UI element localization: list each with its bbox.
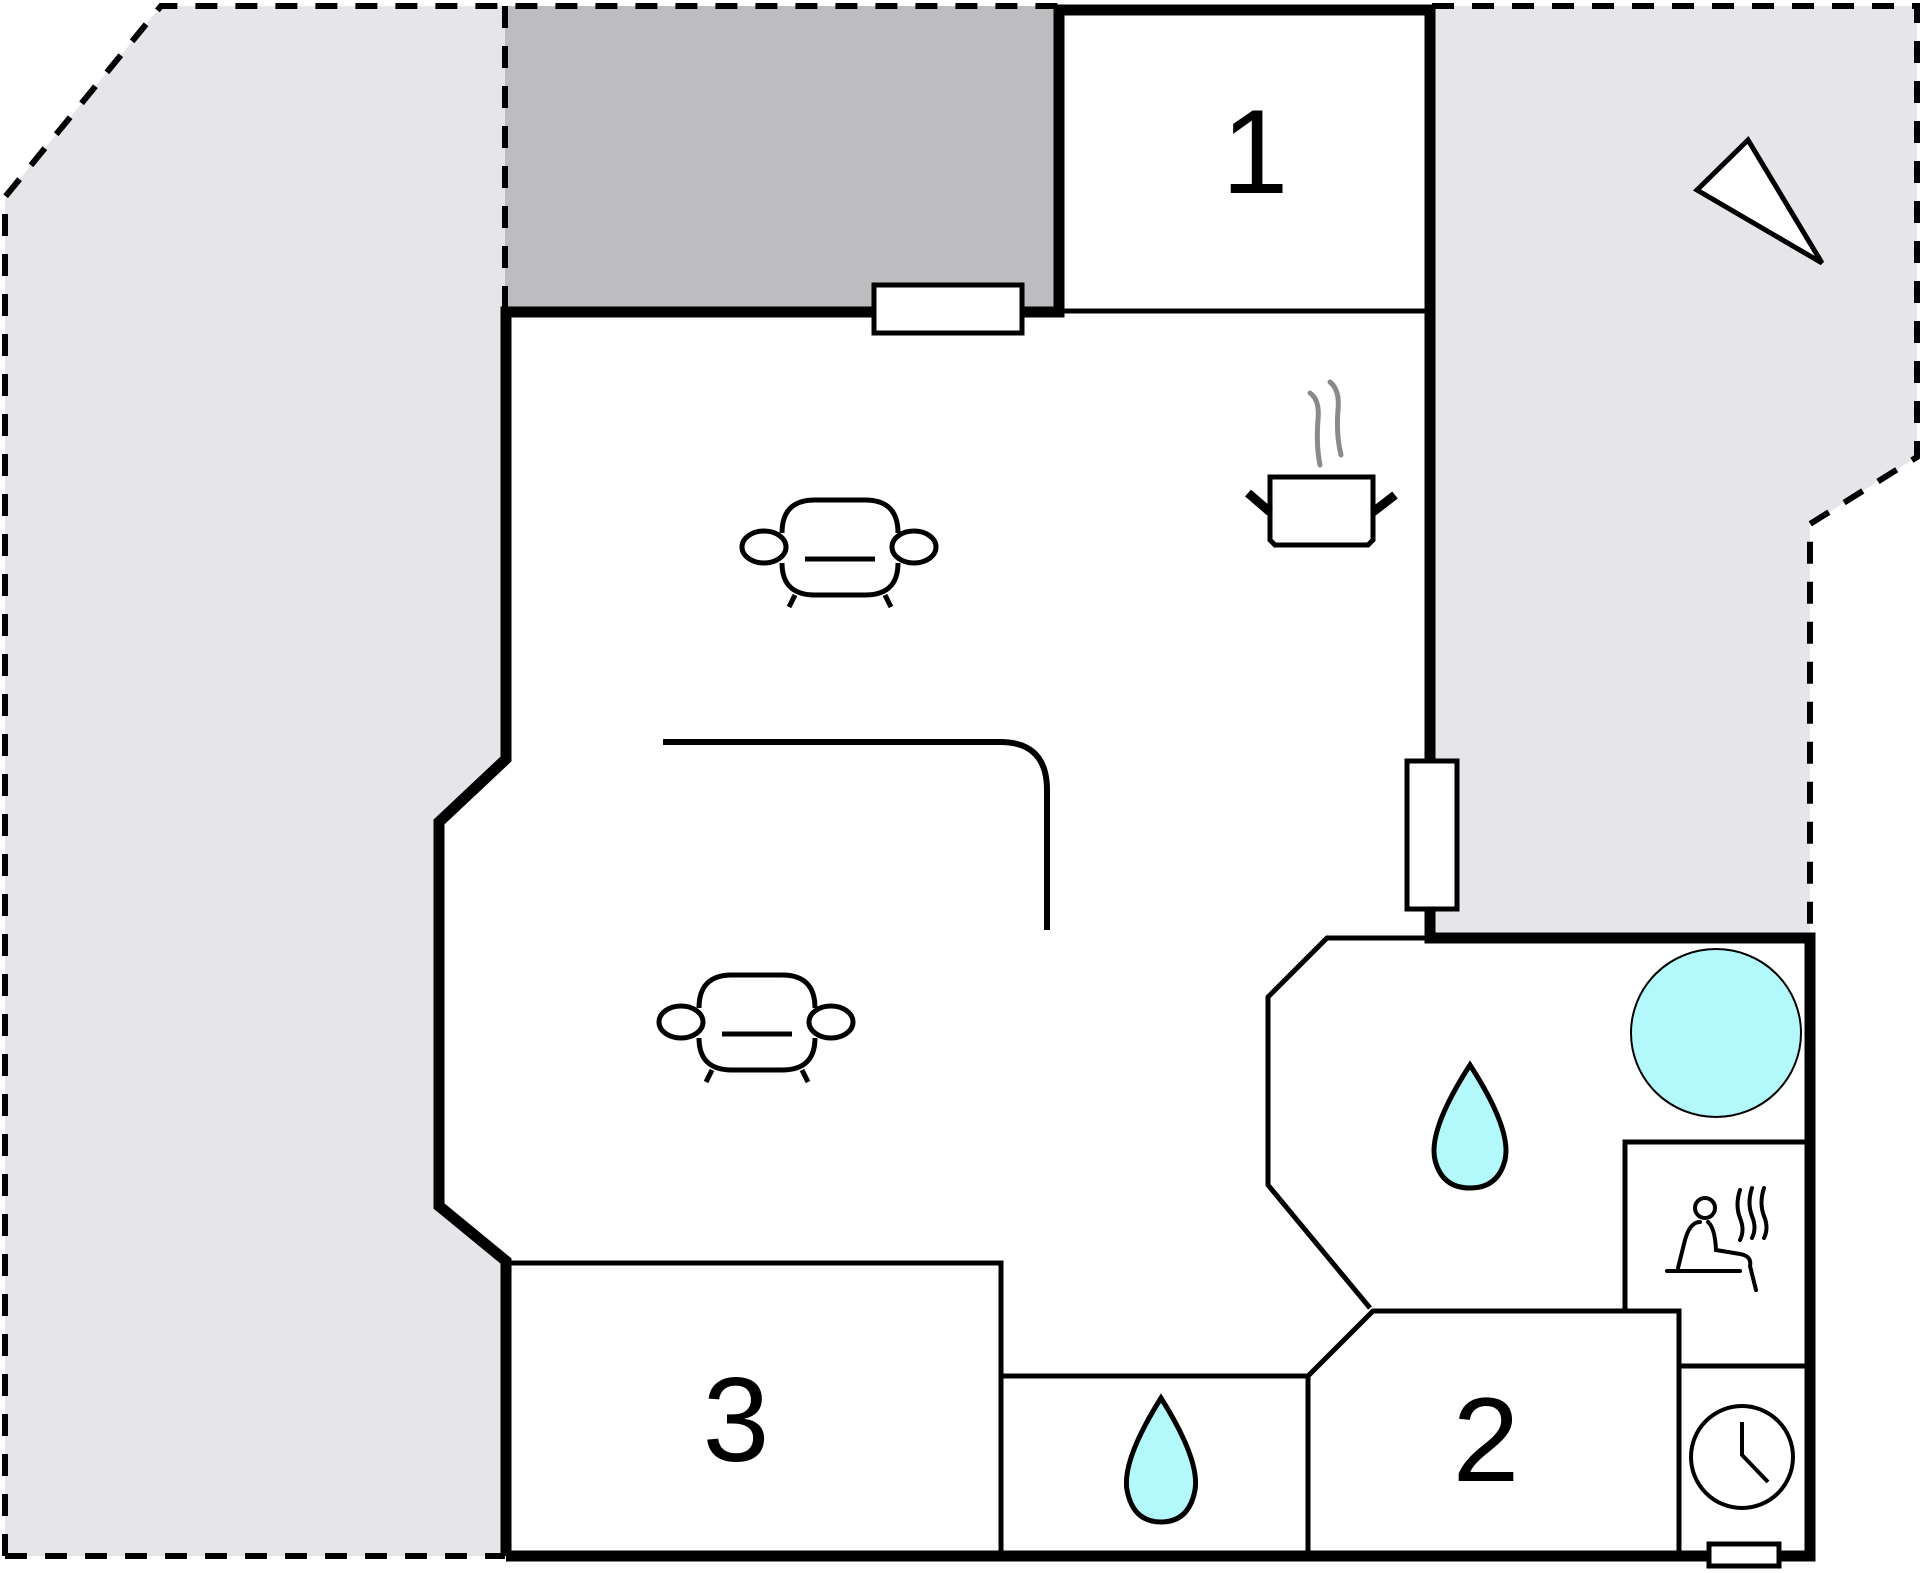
- kitchen-pot-icon: [1245, 379, 1398, 548]
- living-room-sofa-icon: [656, 972, 856, 1084]
- north-arrow-icon: [1692, 135, 1825, 266]
- door-utility: [1706, 1541, 1782, 1569]
- bathroom-water-drop-icon: [1431, 1060, 1509, 1191]
- sauna-icon: [1665, 1186, 1769, 1292]
- outdoor-area-left: [5, 6, 505, 1556]
- room-label-bedroom-3: 3: [702, 1353, 770, 1487]
- interior-walls: [506, 308, 1810, 1556]
- doors: [871, 282, 1782, 1569]
- outdoor-area-right: [1432, 6, 1917, 938]
- door-terrace: [871, 282, 1025, 336]
- covered-terrace: [505, 6, 1059, 312]
- door-garden: [1404, 758, 1460, 912]
- wc-water-drop-icon: [1123, 1393, 1199, 1525]
- room-label-bedroom-1: 1: [1221, 85, 1289, 219]
- clock-icon: [1689, 1404, 1795, 1510]
- living-room-sofa-icon: [739, 497, 939, 609]
- room-label-bedroom-2: 2: [1452, 1373, 1520, 1507]
- hot-tub-icon: [1630, 948, 1802, 1118]
